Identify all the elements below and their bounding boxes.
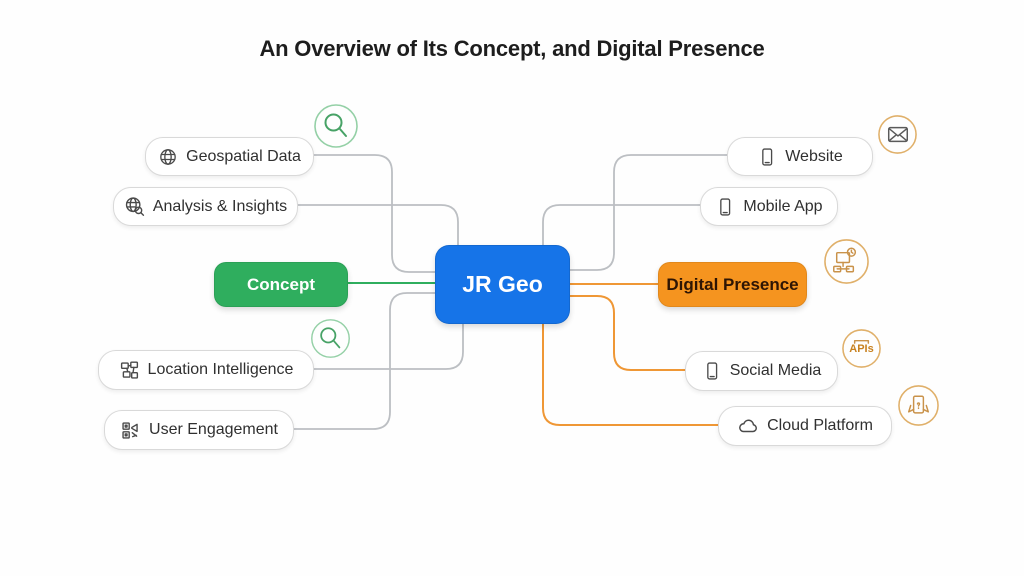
page-title: An Overview of Its Concept, and Digital … <box>259 36 765 61</box>
leaf-node-geospatial-data[interactable]: Geospatial Data <box>145 137 314 176</box>
globe-icon <box>158 147 178 167</box>
connector-geospatial <box>311 154 436 273</box>
leaf-node-cloud-platform[interactable]: Cloud Platform <box>718 406 892 446</box>
leaf-label: Social Media <box>729 362 822 379</box>
magnifier-badge-icon <box>313 103 359 154</box>
leaf-label: Mobile App <box>743 197 823 215</box>
globe-magnifier-icon <box>124 196 145 217</box>
connector-mobile-app <box>542 204 701 246</box>
mobile-docs-badge-icon <box>897 384 940 432</box>
connector-social-media <box>567 295 686 371</box>
smartphone-icon <box>715 197 735 217</box>
mail-badge-icon <box>877 114 918 160</box>
city-blocks-icon <box>119 360 140 381</box>
cloud-icon <box>737 415 759 437</box>
center-node-jr-geo[interactable]: JR Geo <box>435 245 570 324</box>
smartphone-icon <box>757 147 777 167</box>
leaf-label: User Engagement <box>149 421 278 438</box>
qr-megaphone-icon <box>120 420 141 441</box>
connector-analysis <box>295 204 459 246</box>
apis-label: APIs <box>849 343 874 355</box>
smartphone-icon <box>702 361 722 381</box>
connector-location <box>311 321 464 370</box>
leaf-label: Cloud Platform <box>767 417 873 434</box>
center-node-label: JR Geo <box>462 271 543 297</box>
branch-node-concept[interactable]: Concept <box>214 262 348 307</box>
connector-website <box>567 154 728 271</box>
leaf-node-mobile-app[interactable]: Mobile App <box>700 187 838 226</box>
leaf-node-social-media[interactable]: Social Media <box>685 351 838 391</box>
concept-node-label: Concept <box>247 274 315 294</box>
leaf-label: Website <box>785 147 843 165</box>
leaf-node-analysis-insights[interactable]: Analysis & Insights <box>113 187 298 226</box>
leaf-node-location-intelligence[interactable]: Location Intelligence <box>98 350 314 390</box>
magnifier-badge-icon <box>310 318 351 364</box>
branch-node-digital-presence[interactable]: Digital Presence <box>658 262 807 307</box>
leaf-label: Analysis & Insights <box>152 197 288 215</box>
digital-node-label: Digital Presence <box>666 274 799 294</box>
leaf-node-website[interactable]: Website <box>727 137 873 176</box>
leaf-label: Geospatial Data <box>186 147 301 165</box>
connector-cloud-platform <box>542 321 719 426</box>
leaf-node-user-engagement[interactable]: User Engagement <box>104 410 294 450</box>
network-badge-icon <box>823 238 870 290</box>
apis-badge-icon: APIs <box>841 328 882 369</box>
leaf-label: Location Intelligence <box>147 361 294 378</box>
connector-user-engagement <box>291 292 436 430</box>
